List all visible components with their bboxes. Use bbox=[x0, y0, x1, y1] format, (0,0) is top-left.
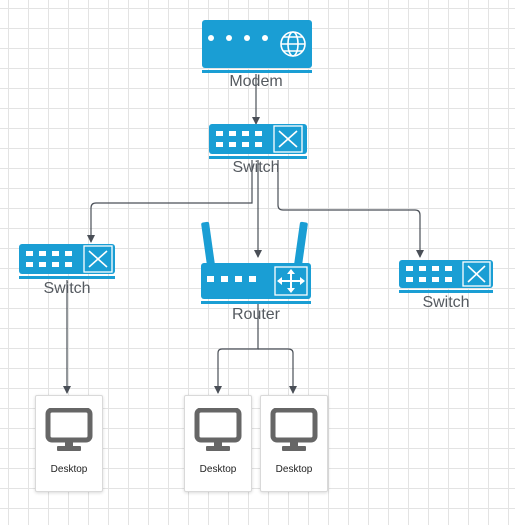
modem-label: Modem bbox=[229, 73, 283, 90]
edge-router-desktop-2[interactable] bbox=[214, 303, 259, 394]
switch-top-label: Switch bbox=[232, 159, 280, 176]
switch-left-label: Switch bbox=[43, 280, 91, 297]
desktop-label: Desktop bbox=[275, 464, 313, 475]
edge-switch-switch-left[interactable] bbox=[87, 160, 253, 243]
edge-router-desktop-3[interactable] bbox=[258, 348, 297, 394]
switch-arrows-icon bbox=[278, 130, 298, 148]
switch-right-label: Switch bbox=[422, 294, 470, 311]
desktop-card-3[interactable]: Desktop bbox=[260, 395, 328, 492]
desktop-label: Desktop bbox=[50, 464, 88, 475]
monitor-icon bbox=[270, 408, 318, 451]
monitor-icon bbox=[194, 408, 242, 451]
desktop-label: Desktop bbox=[199, 464, 237, 475]
router-label: Router bbox=[231, 306, 281, 323]
switch-arrows-icon bbox=[467, 265, 486, 283]
switch-top-device[interactable] bbox=[209, 124, 307, 159]
modem-device[interactable] bbox=[202, 20, 312, 73]
edge-switch-switch-right[interactable] bbox=[277, 160, 424, 258]
desktop-card-1[interactable]: Desktop bbox=[35, 395, 103, 492]
desktop-card-2[interactable]: Desktop bbox=[184, 395, 252, 492]
router-device[interactable] bbox=[201, 221, 311, 304]
globe-icon bbox=[280, 31, 306, 57]
switch-arrows-icon bbox=[88, 250, 108, 268]
router-arrows-icon bbox=[277, 269, 305, 293]
monitor-icon bbox=[45, 408, 93, 451]
switch-left-device[interactable] bbox=[19, 244, 115, 279]
switch-right-device[interactable] bbox=[399, 260, 493, 293]
